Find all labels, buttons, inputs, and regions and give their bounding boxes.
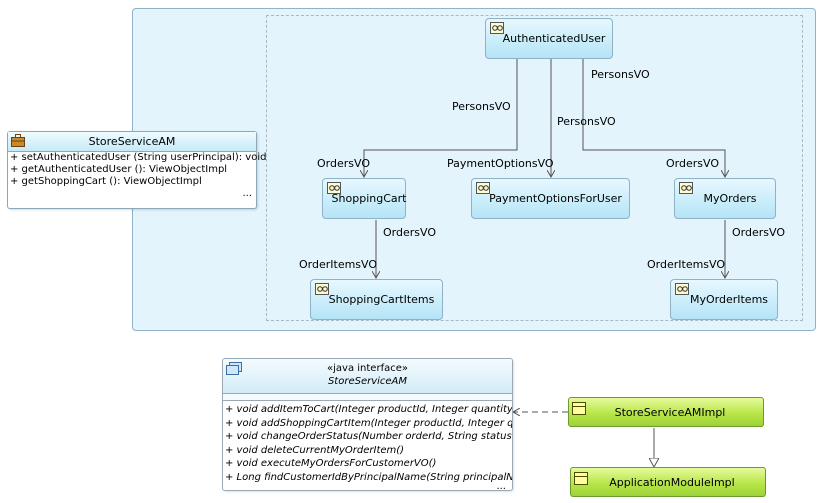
node-label: ShoppingCart (331, 192, 407, 205)
view-object-icon (490, 22, 504, 34)
interface-icon (226, 362, 242, 375)
link-label: PersonsVO (591, 68, 650, 81)
view-object-icon (675, 283, 689, 295)
node-authenticated-user[interactable]: AuthenticatedUser (485, 18, 613, 59)
interface-method: + void addItemToCart(Integer productId, … (225, 404, 513, 415)
app-module-header: StoreServiceAM (8, 132, 256, 152)
store-service-impl-box[interactable]: StoreServiceAMImpl (568, 397, 764, 427)
view-link-group (266, 15, 803, 321)
method-line: + getAuthenticatedUser (): ViewObjectImp… (10, 164, 228, 175)
attribute-compartment (223, 394, 512, 401)
java-interface-box[interactable]: «java interface» StoreServiceAM + void a… (222, 358, 513, 491)
briefcase-icon (11, 134, 25, 147)
node-payment-options[interactable]: PaymentOptionsForUser (471, 178, 630, 219)
node-label: PaymentOptionsForUser (489, 192, 622, 205)
impl-name: StoreServiceAMImpl (614, 405, 726, 419)
link-label: OrdersVO (732, 226, 785, 239)
interface-method: + Long findCustomerIdByPrincipalName(Str… (225, 471, 513, 483)
class-icon (572, 402, 586, 415)
interface-method: + void executeMyOrdersForCustomerVO() (225, 458, 437, 469)
view-object-icon (315, 283, 329, 295)
class-icon (574, 472, 588, 485)
app-module-name: StoreServiceAM (88, 135, 176, 148)
link-label: OrdersVO (383, 226, 436, 239)
method-line: + getShoppingCart (): ViewObjectImpl (10, 176, 202, 187)
link-persons-to-shoppingcart (364, 59, 518, 177)
link-label: PersonsVO (452, 100, 511, 113)
link-label: OrdersVO (666, 157, 719, 170)
more-ellipsis: ... (242, 188, 252, 199)
more-ellipsis: ... (496, 481, 506, 491)
application-module-impl-box[interactable]: ApplicationModuleImpl (570, 467, 766, 497)
node-my-order-items[interactable]: MyOrderItems (670, 279, 778, 320)
interface-name: StoreServiceAM (327, 376, 408, 387)
node-label: AuthenticatedUser (502, 32, 606, 45)
interface-header: «java interface» StoreServiceAM (223, 359, 512, 394)
node-label: ShoppingCartItems (328, 293, 435, 306)
node-label: MyOrders (703, 192, 757, 205)
link-label: PaymentOptionsVO (447, 157, 554, 170)
node-my-orders[interactable]: MyOrders (674, 178, 776, 219)
interface-method: + void addShoppingCartItem(Integer produ… (225, 417, 513, 429)
link-persons-to-myorders (582, 59, 725, 177)
interface-stereotype: «java interface» (327, 363, 408, 374)
method-line: + setAuthenticatedUser (String userPrinc… (10, 152, 267, 163)
link-label: OrdersVO (317, 157, 370, 170)
impl-name: ApplicationModuleImpl (609, 475, 735, 489)
node-shopping-cart[interactable]: ShoppingCart (322, 178, 406, 219)
link-label: PersonsVO (557, 115, 616, 128)
node-shopping-cart-items[interactable]: ShoppingCartItems (310, 279, 443, 320)
app-module-box[interactable]: StoreServiceAM + setAuthenticatedUser (S… (7, 131, 267, 209)
interface-method: + void deleteCurrentMyOrderItem() (225, 444, 405, 456)
link-label: OrderItemsVO (299, 258, 378, 271)
view-object-icon (327, 182, 341, 194)
view-object-icon (679, 182, 693, 194)
node-label: MyOrderItems (689, 293, 769, 306)
view-object-icon (476, 182, 490, 194)
link-label: OrderItemsVO (647, 258, 726, 271)
interface-method: + void changeOrderStatus(Number orderId,… (225, 431, 513, 442)
